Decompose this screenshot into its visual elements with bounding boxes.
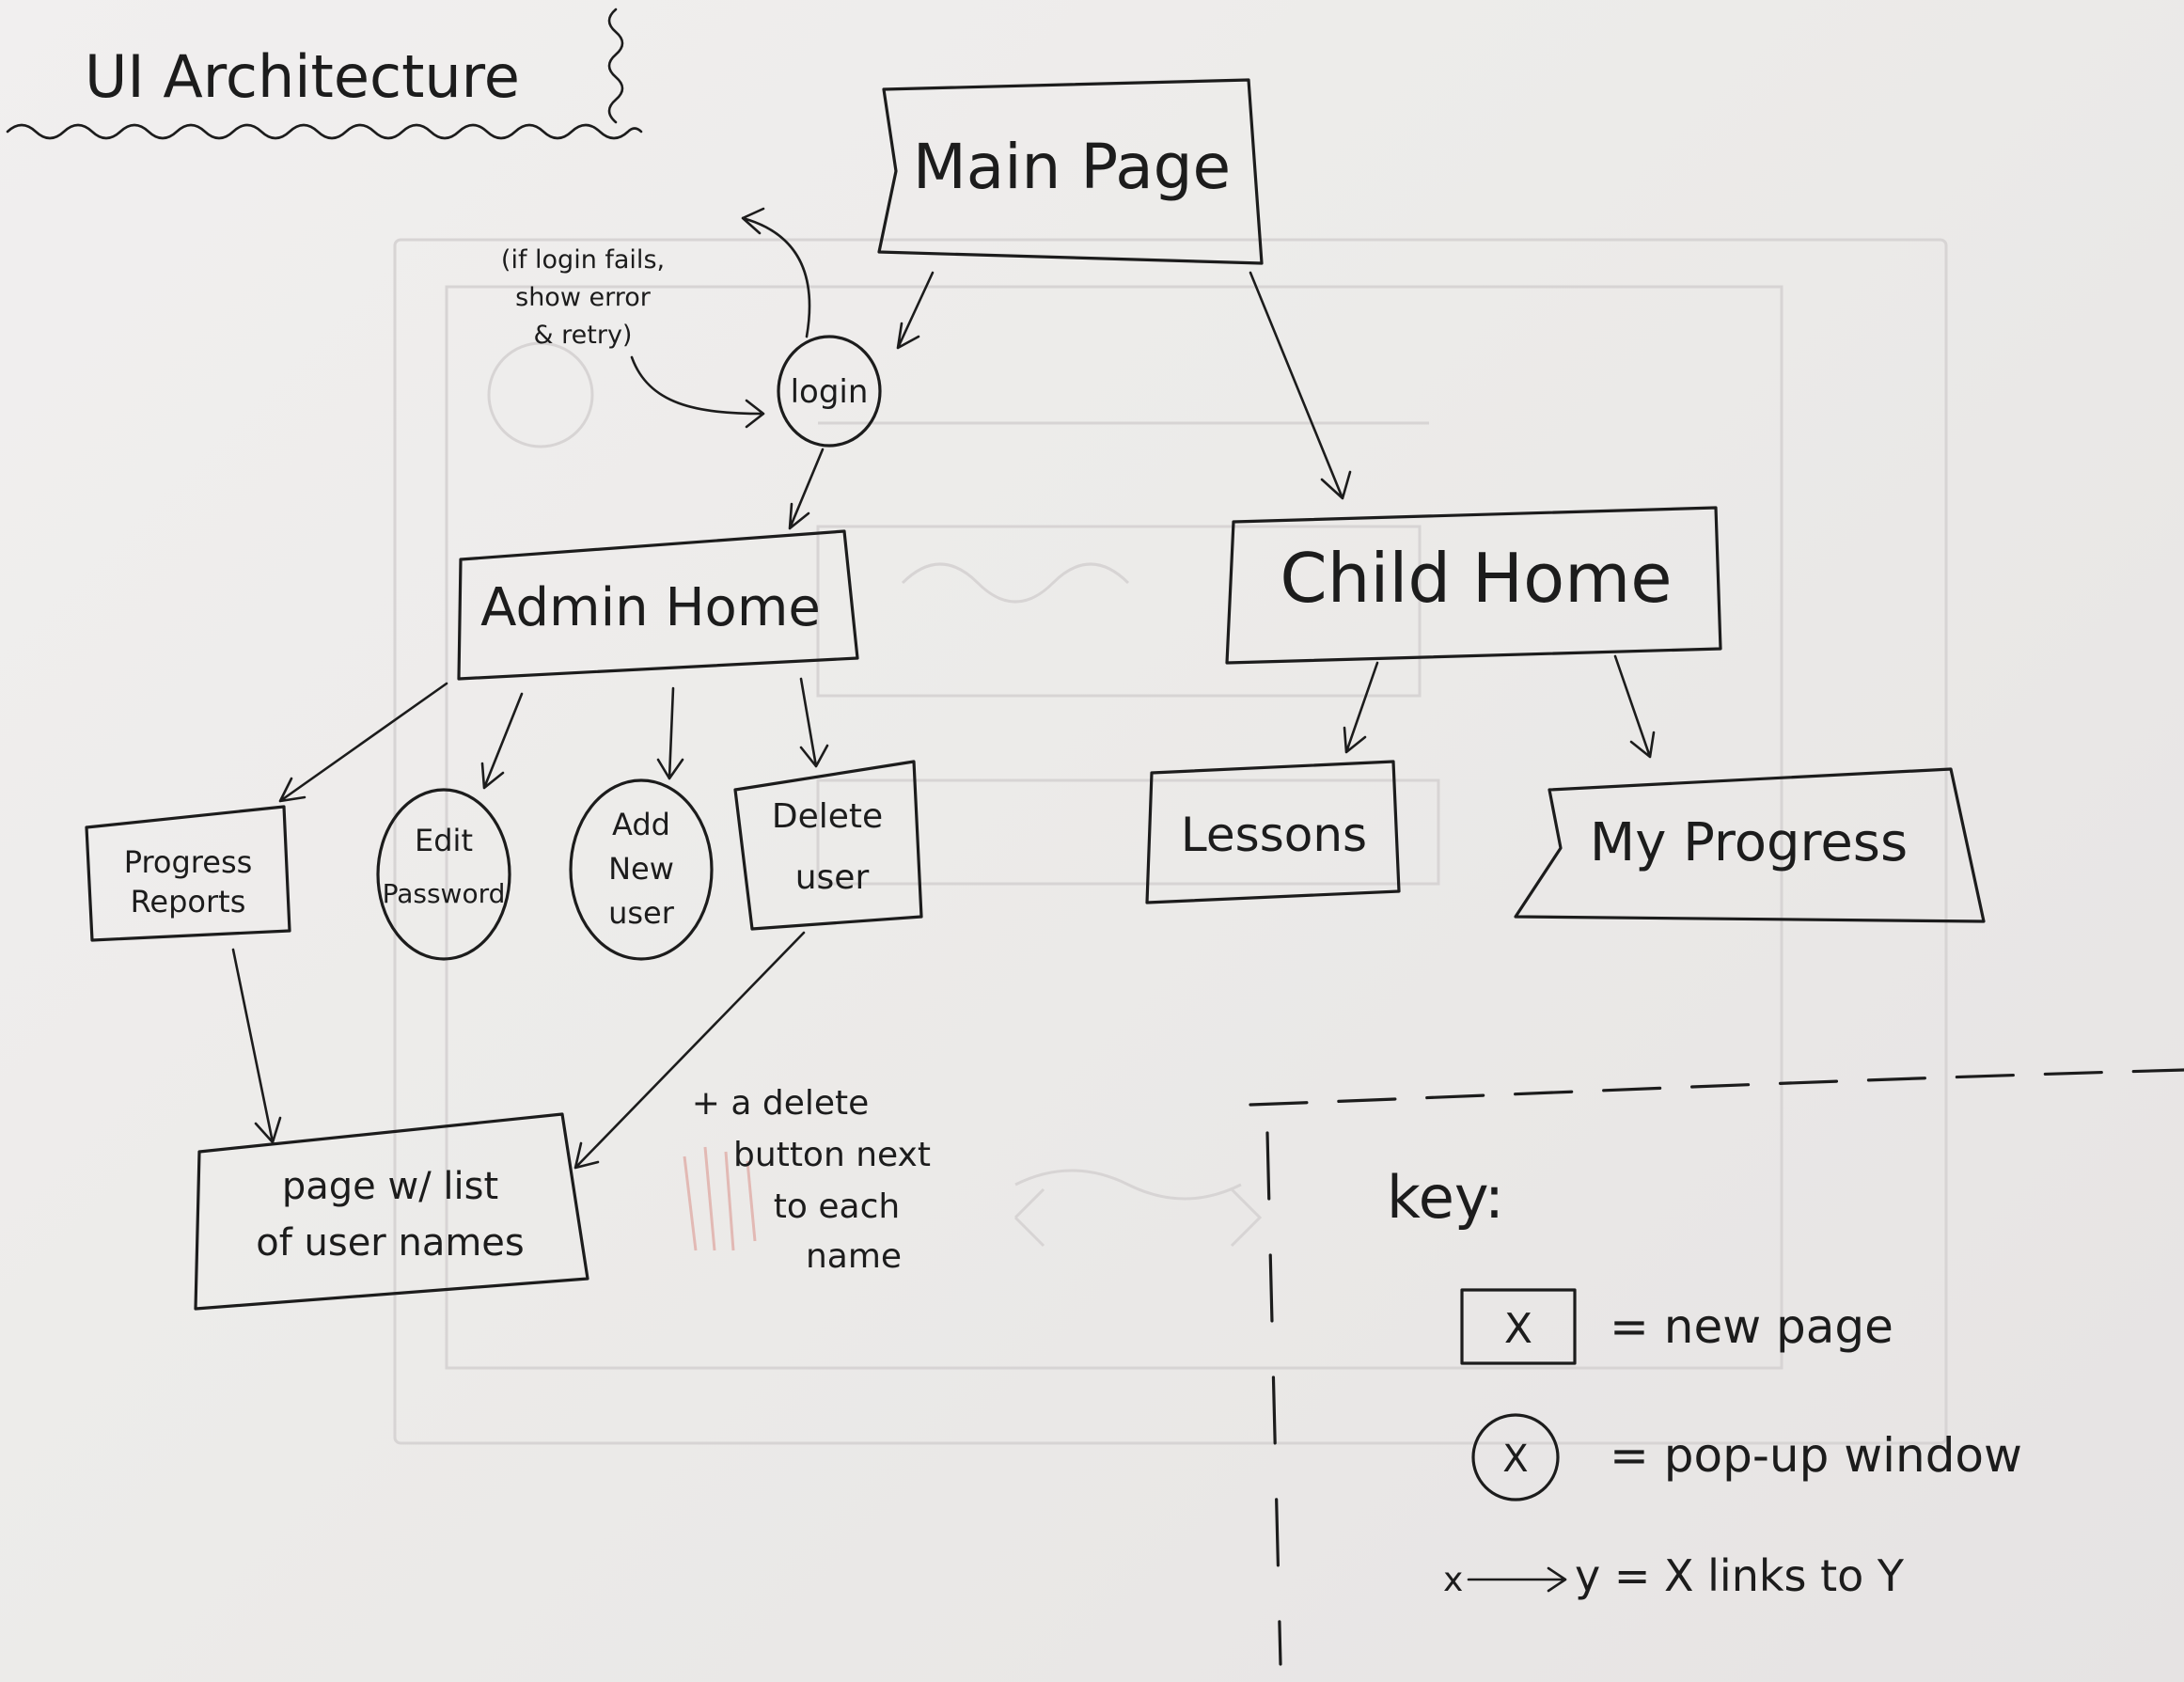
progress-reports-line-2: Reports (131, 884, 246, 920)
node-login: login (777, 335, 882, 448)
progress-reports-box (85, 805, 291, 942)
login-circle (777, 335, 882, 448)
my-progress-box (1514, 767, 1986, 923)
main-page-label: Main Page (913, 131, 1231, 203)
key-heading: key: (1387, 1163, 1504, 1232)
edit-password-line-2: Password (383, 878, 506, 909)
node-lessons: Lessons (1145, 760, 1401, 904)
lessons-box (1145, 760, 1401, 904)
arrow-child-home-to-my-progress (1613, 654, 1656, 759)
title-text: UI Architecture (85, 42, 520, 111)
delete-user-line-1: Delete (772, 797, 883, 836)
key-circle-meaning: = pop-up window (1610, 1428, 2022, 1483)
delete-note-line-4: name (806, 1237, 902, 1276)
add-new-user-line-2: New (608, 851, 674, 887)
arrow-admin-to-progress-reports (278, 682, 448, 803)
arrow-main-to-child-home (1249, 271, 1352, 500)
arrow-child-home-to-lessons (1343, 661, 1379, 754)
delete-user-box (733, 760, 923, 931)
key-arrow-from: x (1443, 1561, 1463, 1599)
node-edit-password: Edit Password (376, 788, 511, 961)
key-box-symbol-letter: X (1504, 1305, 1532, 1353)
node-add-new-user: Add New user (569, 778, 714, 961)
node-main-page: Main Page (877, 78, 1264, 265)
key-section: key: X = new page X = pop-up window x y … (1249, 1068, 2184, 1666)
node-child-home: Child Home (1225, 506, 1722, 665)
child-home-box (1225, 506, 1722, 665)
add-new-user-line-1: Add (612, 807, 670, 842)
admin-home-label: Admin Home (480, 577, 821, 638)
add-new-user-circle (569, 778, 714, 961)
node-delete-user: Delete user (733, 760, 923, 931)
lessons-label: Lessons (1181, 808, 1367, 862)
arrow-main-to-login (896, 271, 935, 350)
delete-note-line-1: + a delete (692, 1084, 870, 1123)
arrow-progress-reports-to-list (231, 948, 282, 1144)
key-vertical-divider (1265, 1131, 1282, 1666)
key-circle-symbol-letter: X (1502, 1438, 1528, 1481)
title-underline-wave (6, 123, 643, 140)
my-progress-label: My Progress (1590, 812, 1908, 873)
login-note-line-1: (if login fails, (501, 245, 665, 275)
login-failure-note: (if login fails, show error & retry) (501, 207, 811, 429)
arrow-admin-to-add-new-user (656, 686, 684, 780)
child-home-label: Child Home (1280, 539, 1672, 618)
arrow-admin-to-edit-password (480, 692, 524, 790)
link-arrows (231, 271, 1656, 1170)
key-arrow-meaning: y = X links to Y (1575, 1550, 1905, 1601)
progress-reports-line-1: Progress (124, 844, 253, 880)
diagram-title: UI Architecture (6, 8, 643, 140)
delete-note-line-2: button next (733, 1136, 931, 1174)
retry-loop-bottom-arrow (630, 355, 765, 429)
edit-password-circle (376, 788, 511, 961)
key-box-meaning: = new page (1610, 1299, 1893, 1354)
arrow-delete-user-to-list (573, 931, 806, 1170)
user-list-page-line-2: of user names (256, 1221, 525, 1265)
user-list-page-box (194, 1112, 589, 1311)
node-progress-reports: Progress Reports (85, 805, 291, 942)
key-box-symbol (1460, 1288, 1577, 1365)
retry-loop-top-arrow (741, 207, 811, 338)
admin-home-box (457, 529, 859, 681)
login-note-line-3: & retry) (534, 321, 633, 350)
node-admin-home: Admin Home (457, 529, 859, 681)
edit-password-line-1: Edit (415, 823, 473, 858)
arrow-login-to-admin-home (788, 448, 825, 530)
title-side-wave (607, 8, 624, 124)
key-circle-symbol (1471, 1413, 1560, 1501)
delete-note-line-3: to each (774, 1187, 900, 1226)
show-through-marks (393, 238, 1948, 1445)
add-new-user-line-3: user (608, 895, 675, 931)
login-label: login (791, 373, 869, 411)
arrow-admin-to-delete-user (799, 677, 829, 768)
key-arrow-symbol (1467, 1566, 1567, 1593)
node-my-progress: My Progress (1514, 767, 1986, 923)
node-user-list-page: page w/ list of user names (194, 1112, 589, 1311)
key-horizontal-divider (1249, 1068, 2184, 1107)
user-list-page-line-1: page w/ list (282, 1165, 498, 1208)
main-page-box (877, 78, 1264, 265)
delete-user-line-2: user (795, 858, 870, 897)
delete-button-note: + a delete button next to each name (692, 1084, 931, 1276)
login-note-line-2: show error (515, 283, 652, 312)
